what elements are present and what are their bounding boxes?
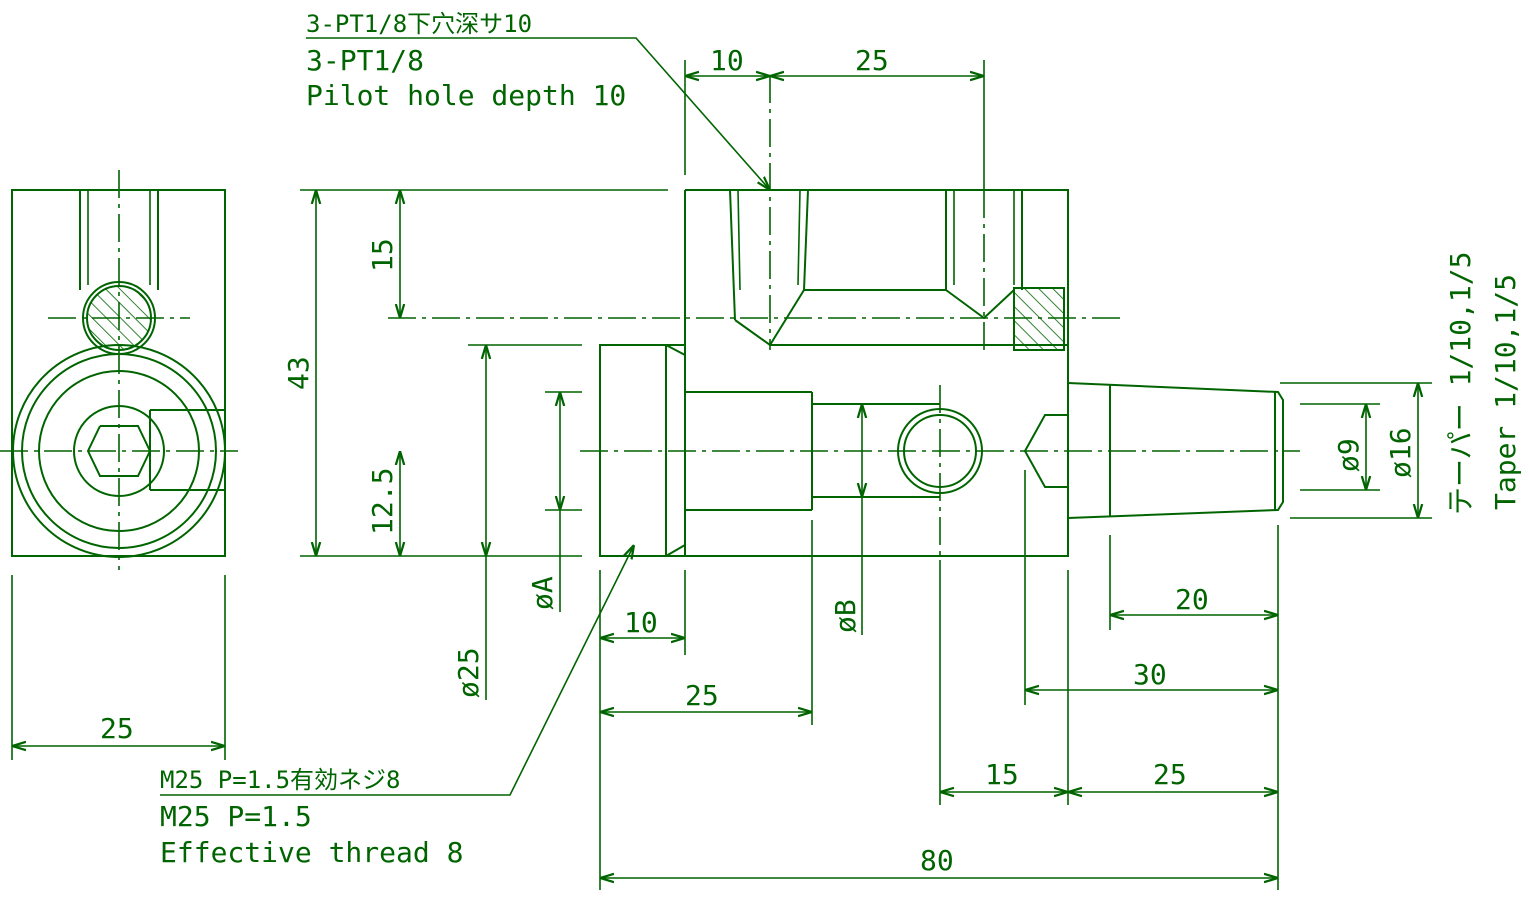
note-pilot-hole-en: Pilot hole depth 10 bbox=[306, 79, 626, 112]
dim-bottom-15: 15 bbox=[985, 758, 1019, 791]
front-view bbox=[388, 75, 1300, 560]
dim-dia-A: øA bbox=[526, 576, 559, 610]
body-outline bbox=[599, 189, 1069, 557]
dimension-lines: 10 25 43 15 12.5 ø25 øA øB ø9 bbox=[282, 44, 1432, 890]
annotations: 3-PT1/8下穴深サ10 3-PT1/8 Pilot hole depth 1… bbox=[160, 10, 1522, 869]
note-pilot-hole-jp: 3-PT1/8下穴深サ10 bbox=[306, 10, 532, 38]
note-taper-en: Taper 1/10,1/5 bbox=[1489, 274, 1522, 510]
side-view: 25 bbox=[0, 170, 238, 760]
dim-right-20: 20 bbox=[1175, 583, 1209, 616]
note-thread-spec: M25 P=1.5 bbox=[160, 800, 312, 833]
dim-height-12-5: 12.5 bbox=[366, 468, 399, 535]
taper-fitting bbox=[1067, 382, 1284, 519]
dim-dia-25: ø25 bbox=[452, 647, 485, 698]
dim-overall-80: 80 bbox=[920, 844, 954, 877]
dim-height-43: 43 bbox=[282, 356, 315, 390]
dim-bottom-10: 10 bbox=[624, 606, 658, 639]
dim-bottom-25b: 25 bbox=[1153, 758, 1187, 791]
port-section-hatch bbox=[1013, 287, 1065, 351]
dim-top-10: 10 bbox=[710, 44, 744, 77]
dim-bottom-25: 25 bbox=[685, 679, 719, 712]
dim-height-15: 15 bbox=[366, 238, 399, 272]
dim-dia-B: øB bbox=[829, 599, 862, 633]
note-thread-jp: M25 P=1.5有効ネジ8 bbox=[160, 766, 401, 794]
dim-dia-16: ø16 bbox=[1384, 427, 1417, 478]
dim-top-25: 25 bbox=[855, 44, 889, 77]
dim-dia-9: ø9 bbox=[1332, 438, 1365, 472]
note-thread-en: Effective thread 8 bbox=[160, 836, 463, 869]
dim-side-width: 25 bbox=[100, 712, 134, 745]
dim-right-30: 30 bbox=[1133, 658, 1167, 691]
note-pilot-hole-spec: 3-PT1/8 bbox=[306, 44, 424, 77]
note-taper-jp: テーパー 1/10,1/5 bbox=[1444, 252, 1477, 515]
